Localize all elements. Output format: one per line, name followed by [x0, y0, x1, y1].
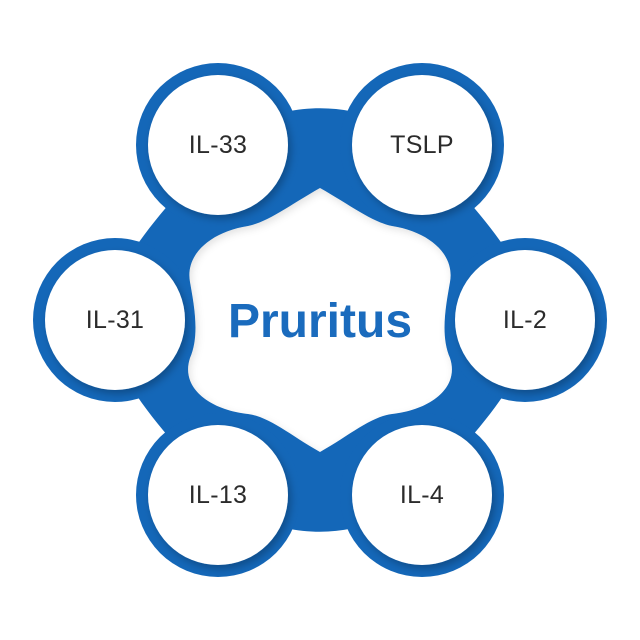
- node-label-il2: IL-2: [503, 306, 547, 334]
- node-label-il31: IL-31: [86, 306, 144, 334]
- node-circle-il4: [352, 425, 492, 565]
- node-label-il13: IL-13: [189, 481, 247, 509]
- node-circle-il2: [455, 250, 595, 390]
- node-circle-il33: [148, 75, 288, 215]
- node-circles: [45, 75, 595, 565]
- node-label-il33: IL-33: [189, 131, 247, 159]
- node-circle-il31: [45, 250, 185, 390]
- center-blob: [188, 188, 452, 452]
- node-circle-il13: [148, 425, 288, 565]
- node-circle-tslp: [352, 75, 492, 215]
- center-label: Pruritus: [228, 295, 412, 348]
- node-label-il4: IL-4: [400, 481, 444, 509]
- node-label-tslp: TSLP: [390, 131, 454, 159]
